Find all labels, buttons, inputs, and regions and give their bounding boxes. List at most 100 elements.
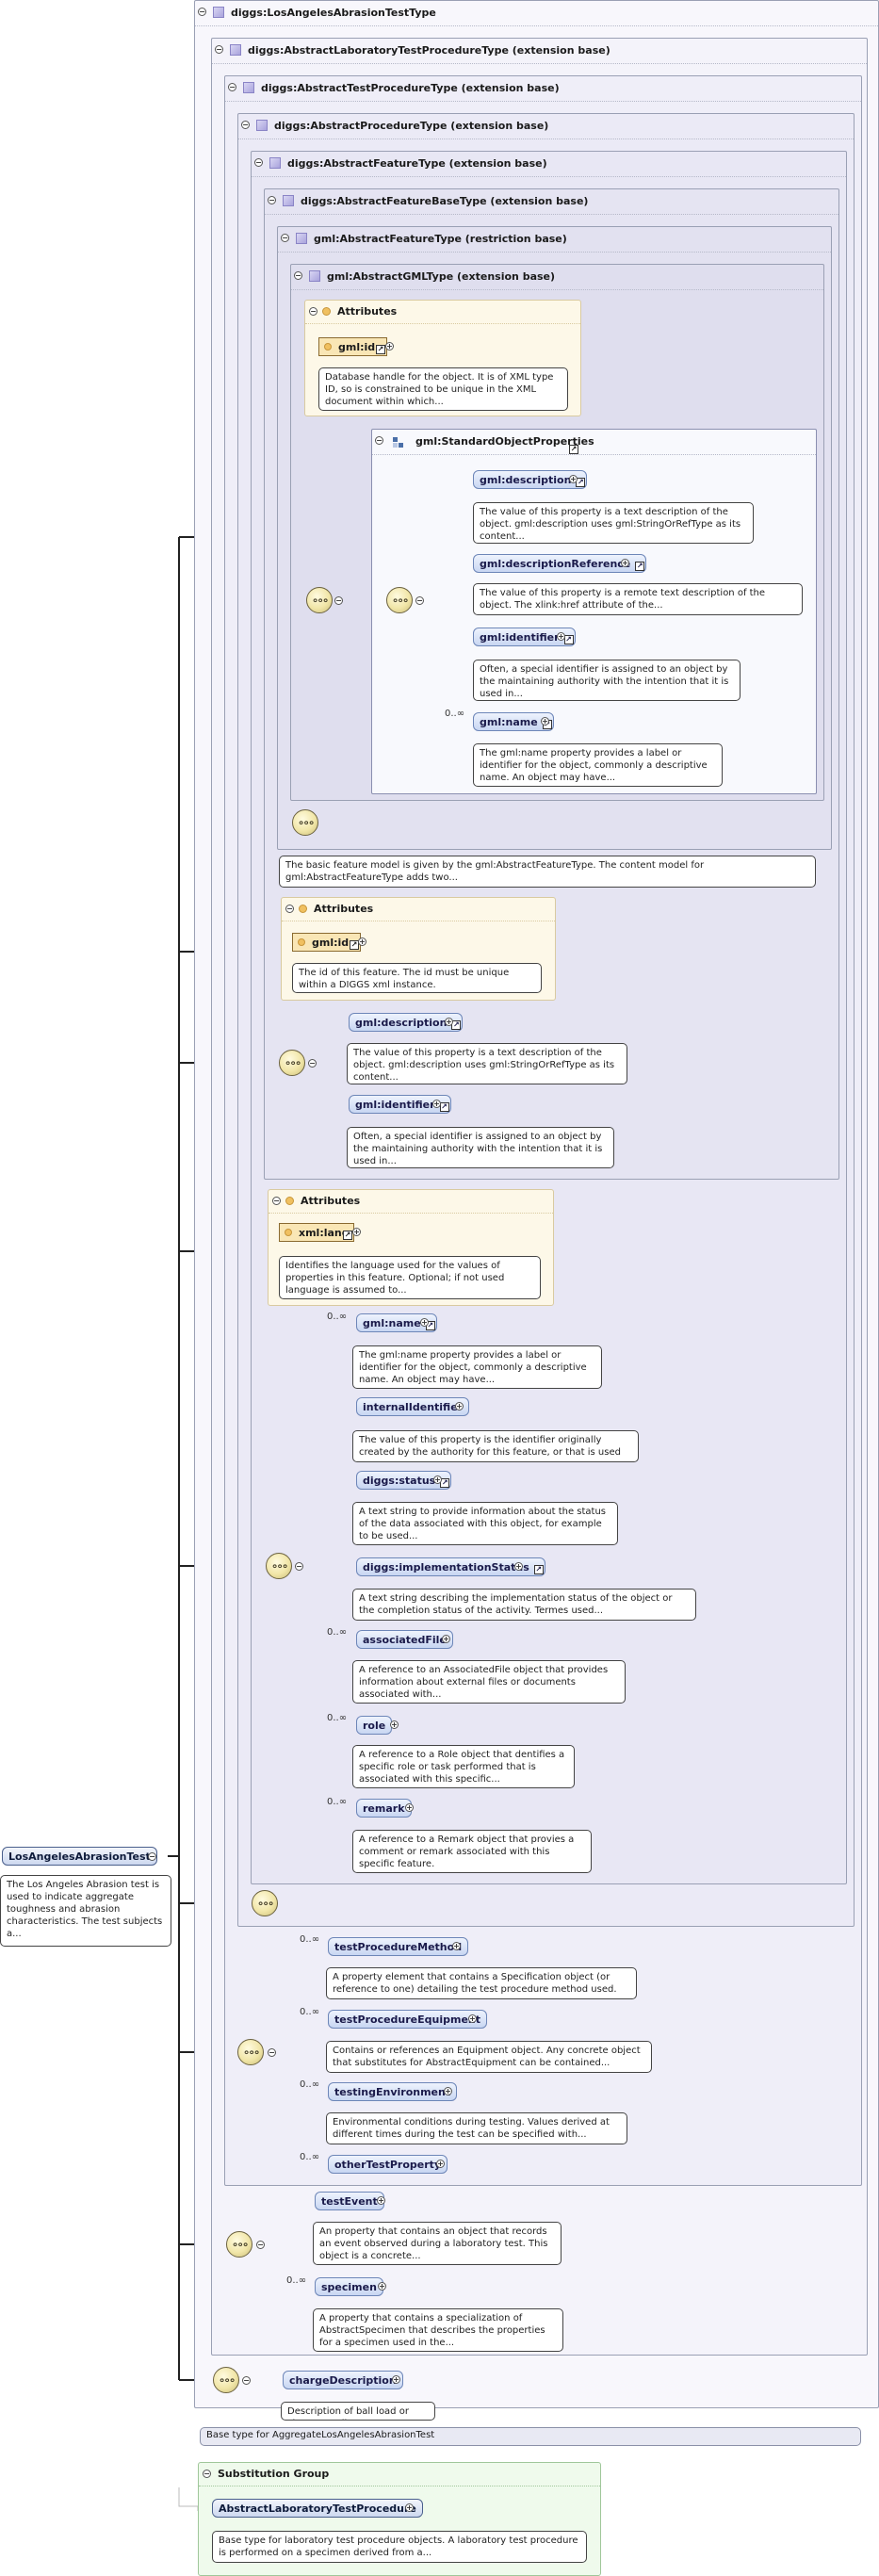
collapse-toggle[interactable]: − bbox=[215, 44, 223, 54]
expand-toggle[interactable]: + bbox=[392, 2374, 400, 2384]
element-test-event[interactable]: testEvent bbox=[315, 2192, 384, 2210]
expand-toggle[interactable]: + bbox=[444, 2086, 452, 2095]
element-remark[interactable]: remark bbox=[356, 1799, 412, 1818]
collapse-toggle[interactable]: − bbox=[254, 157, 263, 167]
collapse-toggle[interactable]: − bbox=[272, 1196, 281, 1205]
expand-toggle[interactable]: + bbox=[358, 937, 366, 946]
element-name: otherTestProperty bbox=[334, 2158, 442, 2171]
expand-toggle[interactable]: + bbox=[433, 1475, 442, 1484]
sequence-compositor-icon[interactable]: ∘∘∘ bbox=[213, 2367, 239, 2393]
complex-type-icon bbox=[243, 82, 254, 93]
collapse-toggle[interactable]: − bbox=[285, 904, 294, 913]
expand-toggle[interactable]: + bbox=[436, 2159, 445, 2168]
collapse-toggle[interactable]: − bbox=[295, 1561, 303, 1571]
collapse-toggle[interactable]: − bbox=[256, 2240, 265, 2249]
expand-toggle[interactable]: + bbox=[455, 1401, 464, 1410]
element-gml-identifier[interactable]: gml:identifier↗ bbox=[473, 628, 576, 646]
collapse-toggle[interactable]: − bbox=[375, 435, 383, 445]
complex-type-icon bbox=[230, 44, 241, 56]
expand-toggle[interactable]: + bbox=[390, 1720, 399, 1729]
element-name: LosAngelesAbrasionTest bbox=[8, 1850, 151, 1863]
documentation-note: The value of this property is a text des… bbox=[347, 1043, 627, 1084]
reference-arrow-icon: ↗ bbox=[635, 562, 645, 571]
expand-toggle[interactable]: − bbox=[148, 1851, 156, 1861]
collapse-toggle[interactable]: − bbox=[308, 1058, 317, 1068]
type-title: diggs:AbstractFeatureBaseType (extension… bbox=[301, 195, 589, 207]
collapse-toggle[interactable]: − bbox=[309, 306, 317, 316]
element-charge-description[interactable]: chargeDescription bbox=[283, 2371, 403, 2389]
type-title: diggs:AbstractProcedureType (extension b… bbox=[274, 120, 549, 132]
type-title: diggs:LosAngelesAbrasionTestType bbox=[231, 7, 436, 19]
sequence-compositor-icon[interactable]: ∘∘∘ bbox=[386, 587, 413, 613]
element-other-test-property[interactable]: otherTestProperty bbox=[328, 2155, 448, 2174]
element-test-procedure-method[interactable]: testProcedureMethod bbox=[328, 1937, 469, 1956]
element-name: chargeDescription bbox=[289, 2373, 397, 2387]
multiplicity-label: 0..∞ bbox=[300, 2007, 320, 2017]
expand-toggle[interactable]: + bbox=[420, 1317, 429, 1327]
documentation-note: A reference to an AssociatedFile object … bbox=[352, 1660, 626, 1704]
collapse-toggle[interactable]: − bbox=[268, 195, 276, 204]
element-name: diggs:status bbox=[363, 1474, 436, 1487]
multiplicity-label: 0..∞ bbox=[286, 2275, 307, 2286]
expand-toggle[interactable]: + bbox=[405, 2503, 414, 2512]
collapse-toggle[interactable]: − bbox=[241, 120, 250, 129]
base-type-note: Base type for AggregateLosAngelesAbrasio… bbox=[200, 2427, 861, 2446]
attribute-gml-id[interactable]: gml:id↗ bbox=[292, 933, 361, 952]
element-specimen[interactable]: specimen bbox=[315, 2277, 383, 2296]
attribute-gml-id[interactable]: gml:id↗ bbox=[318, 337, 387, 356]
element-name: internalIdentifier bbox=[363, 1400, 464, 1413]
expand-toggle[interactable]: + bbox=[377, 2195, 385, 2205]
element-diggs-implementation-status[interactable]: diggs:implementationStatus↗ bbox=[356, 1557, 545, 1576]
root-element-los-angeles-abrasion-test[interactable]: LosAngelesAbrasionTest bbox=[2, 1847, 157, 1866]
element-associated-file[interactable]: associatedFile bbox=[356, 1630, 453, 1649]
expand-toggle[interactable]: + bbox=[378, 2281, 386, 2291]
element-gml-description[interactable]: gml:description↗ bbox=[349, 1013, 464, 1032]
expand-toggle[interactable]: + bbox=[432, 1099, 441, 1108]
sequence-compositor-icon[interactable]: ∘∘∘ bbox=[237, 2039, 264, 2065]
collapse-toggle[interactable]: − bbox=[203, 2469, 211, 2478]
sequence-compositor-icon[interactable]: ∘∘∘ bbox=[306, 587, 333, 613]
sequence-compositor-icon[interactable]: ∘∘∘ bbox=[252, 1890, 278, 1916]
element-gml-identifier[interactable]: gml:identifier↗ bbox=[349, 1095, 451, 1114]
sequence-compositor-icon[interactable]: ∘∘∘ bbox=[266, 1553, 292, 1579]
multiplicity-label: 0..∞ bbox=[300, 2152, 320, 2162]
attribute-xml-lang[interactable]: xml:lang↗ bbox=[279, 1223, 354, 1242]
expand-toggle[interactable]: + bbox=[468, 2014, 477, 2023]
documentation-note: Contains or references an Equipment obje… bbox=[326, 2041, 652, 2073]
expand-toggle[interactable]: + bbox=[352, 1227, 361, 1236]
expand-toggle[interactable]: + bbox=[557, 631, 565, 641]
documentation-note: Identifies the language used for the val… bbox=[279, 1256, 541, 1299]
documentation-note: A reference to a Remark object that prov… bbox=[352, 1830, 592, 1873]
element-testing-environment[interactable]: testingEnvironment bbox=[328, 2082, 458, 2101]
expand-toggle[interactable]: + bbox=[385, 341, 394, 351]
collapse-toggle[interactable]: − bbox=[294, 270, 302, 280]
documentation-note: The value of this property is the identi… bbox=[352, 1430, 639, 1462]
collapse-toggle[interactable]: − bbox=[242, 2375, 251, 2385]
expand-toggle[interactable]: + bbox=[621, 558, 629, 567]
expand-toggle[interactable]: + bbox=[569, 474, 578, 483]
expand-toggle[interactable]: + bbox=[514, 1561, 523, 1571]
element-role[interactable]: role bbox=[356, 1716, 393, 1735]
expand-toggle[interactable]: + bbox=[445, 1017, 453, 1026]
sequence-compositor-icon[interactable]: ∘∘∘ bbox=[292, 809, 318, 836]
collapse-toggle[interactable]: − bbox=[268, 2047, 276, 2057]
collapse-toggle[interactable]: − bbox=[334, 595, 343, 605]
attribute-icon bbox=[285, 1197, 294, 1205]
expand-toggle[interactable]: + bbox=[405, 1802, 414, 1812]
element-diggs-status[interactable]: diggs:status↗ bbox=[356, 1471, 452, 1490]
element-test-procedure-equipment[interactable]: testProcedureEquipment bbox=[328, 2010, 488, 2029]
element-gml-description-reference[interactable]: gml:descriptionReference↗ bbox=[473, 554, 647, 573]
element-abstract-laboratory-test-procedure[interactable]: AbstractLaboratoryTestProcedure bbox=[212, 2499, 423, 2518]
expand-toggle[interactable]: + bbox=[541, 716, 549, 726]
reference-arrow-icon: ↗ bbox=[533, 1565, 544, 1574]
expand-toggle[interactable]: + bbox=[442, 1634, 450, 1643]
element-gml-description[interactable]: gml:description↗ bbox=[473, 470, 588, 489]
sequence-compositor-icon[interactable]: ∘∘∘ bbox=[226, 2231, 252, 2258]
expand-toggle[interactable]: + bbox=[452, 1941, 461, 1950]
collapse-toggle[interactable]: − bbox=[281, 233, 289, 242]
collapse-toggle[interactable]: − bbox=[198, 7, 206, 16]
collapse-toggle[interactable]: − bbox=[415, 595, 424, 605]
element-internal-identifier[interactable]: internalIdentifier bbox=[356, 1397, 470, 1416]
collapse-toggle[interactable]: − bbox=[228, 82, 236, 91]
sequence-compositor-icon[interactable]: ∘∘∘ bbox=[279, 1050, 305, 1076]
